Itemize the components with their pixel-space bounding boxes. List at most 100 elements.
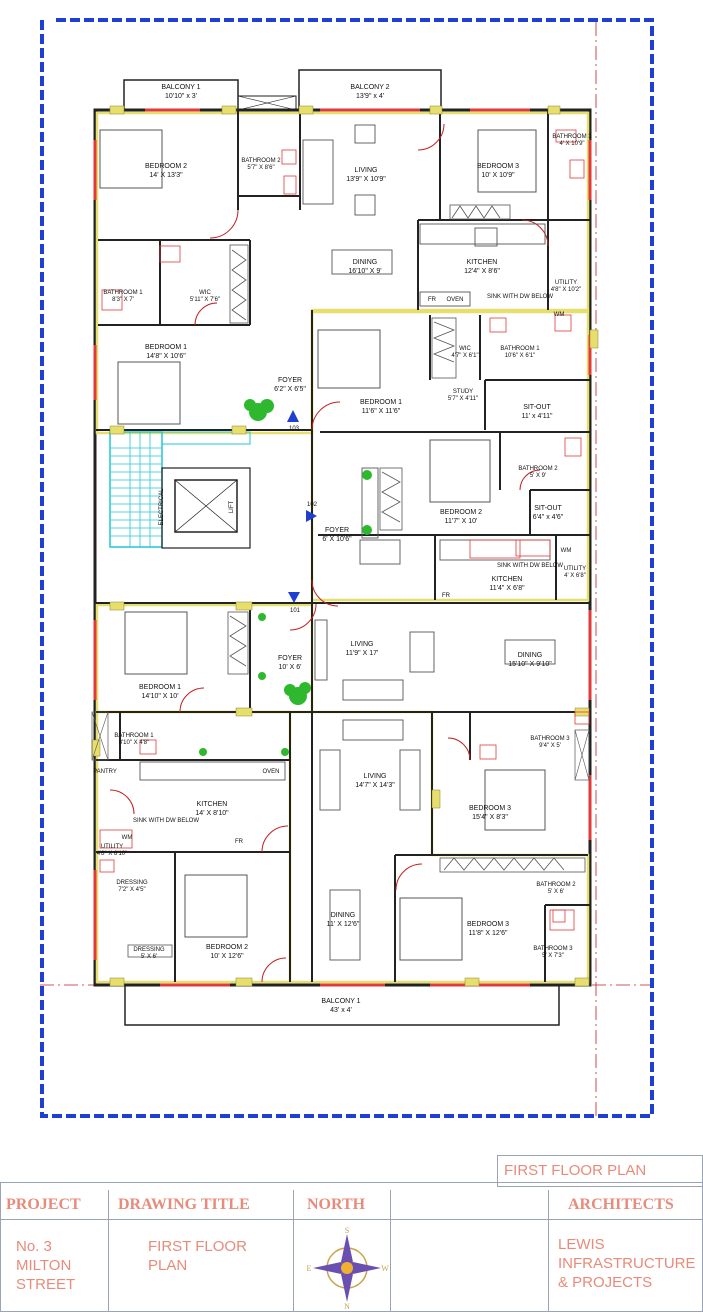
architects-name: LEWIS INFRASTRUCTURE & PROJECTS xyxy=(558,1236,696,1291)
fridge-label-north: FR xyxy=(428,297,437,303)
room-name-balcony-2: BALCONY 2 xyxy=(350,84,389,91)
room-name-bedroom-3: BEDROOM 3 xyxy=(469,805,511,812)
room-dimensions: 14'8" X 10'6" xyxy=(146,353,186,360)
room-name-dressing: DRESSING xyxy=(116,880,148,886)
room-name-bathroom-1: BATHROOM 1 xyxy=(500,346,540,352)
room-dimensions: 8'3" X 7' xyxy=(112,297,134,303)
room-name-living: LIVING xyxy=(355,167,378,174)
room-name-living: LIVING xyxy=(351,641,374,648)
north-heading: NORTH xyxy=(307,1196,366,1213)
fridge-label-west: FR xyxy=(235,839,244,845)
room-name-sit-out: SIT-OUT xyxy=(534,505,562,512)
room-name-foyer: FOYER xyxy=(278,655,302,662)
drawing-title-heading: DRAWING TITLE xyxy=(118,1196,250,1213)
room-name-bathroom-2: BATHROOM 2 xyxy=(518,466,558,472)
room-name-bedroom-3: BEDROOM 3 xyxy=(477,163,519,170)
bed-bedroom-1-north xyxy=(117,361,181,425)
staircase xyxy=(109,431,163,548)
marker-102 xyxy=(306,510,317,522)
bed-bedroom-2-north xyxy=(99,129,163,189)
room-name-foyer: FOYER xyxy=(278,377,302,384)
sheet-title: FIRST FLOOR PLAN xyxy=(504,1162,647,1179)
room-name-sit-out: SIT-OUT xyxy=(523,404,551,411)
room-dimensions: 10' X 12'6" xyxy=(210,953,244,960)
marker-103 xyxy=(287,410,299,422)
room-dimensions: 4' X 6'8" xyxy=(564,573,586,579)
apartment-outline-southeast xyxy=(290,710,590,984)
site-boundary xyxy=(40,18,654,1118)
room-dimensions: 11' x 4'11" xyxy=(522,413,553,420)
room-dimensions: 10' X 6' xyxy=(279,664,302,671)
room-name-wic: WIC xyxy=(199,290,211,296)
room-dimensions: 4'7" X 6'1" xyxy=(451,353,478,359)
oven-label-north: OVEN xyxy=(446,297,463,303)
title-header-rule xyxy=(0,1219,703,1220)
compass-e-label: E xyxy=(307,1264,312,1273)
room-name-bathroom-1: BATHROOM 1 xyxy=(114,733,154,739)
room-name-utility: UTILITY xyxy=(555,280,577,286)
apartment-outline-southwest xyxy=(95,710,292,984)
room-dimensions: 5' X 6' xyxy=(548,889,564,895)
compass-n-label: N xyxy=(344,1302,350,1310)
balcony-1-bottom xyxy=(124,984,560,1026)
room-dimensions: 14'10" X 10' xyxy=(141,693,178,700)
apartment-outline-north xyxy=(95,111,590,435)
room-name-bedroom-1: BEDROOM 1 xyxy=(360,399,402,406)
room-dimensions: 10'10" x 3' xyxy=(165,93,197,100)
lift-label: LIFT xyxy=(229,501,235,514)
room-dimensions: 5' X 7'3" xyxy=(542,953,564,959)
room-dimensions: 4'8" X 10'2" xyxy=(551,287,582,293)
room-name-dressing: DRESSING xyxy=(133,947,165,953)
marker-101 xyxy=(288,592,300,603)
room-dimensions: 14'7" X 14'3" xyxy=(355,782,395,789)
room-name-foyer: FOYER xyxy=(325,527,349,534)
room-dimensions: 5'7" X 4'11" xyxy=(448,396,478,402)
title-divider-1 xyxy=(108,1190,109,1312)
room-labels: BALCONY 1 10'10" x 3' BALCONY 2 13'9" x 4' B… xyxy=(97,84,593,1014)
room-name-dining: DINING xyxy=(331,912,356,919)
room-name-utility: UTILITY xyxy=(564,566,586,572)
room-dimensions: 9'4" X 5' xyxy=(539,743,561,749)
washer-label-east: WM xyxy=(561,548,572,554)
room-dimensions: 43' x 4' xyxy=(330,1007,352,1014)
room-dimensions: 15'4" X 8'3" xyxy=(472,814,508,821)
room-dimensions: 5'11" X 7'6" xyxy=(190,297,220,303)
room-name-bedroom-1: BEDROOM 1 xyxy=(145,344,187,351)
marker-102-label: 102 xyxy=(307,502,318,508)
washer-label-west: WM xyxy=(122,835,133,841)
room-name-balcony-1: BALCONY 1 xyxy=(321,998,360,1005)
room-name-bedroom-2: BEDROOM 2 xyxy=(145,163,187,170)
lift-shaft xyxy=(174,479,238,533)
room-dimensions: 10' X 10'9" xyxy=(481,172,515,179)
apartment-outline-east xyxy=(310,310,590,602)
room-name-bedroom-2: BEDROOM 2 xyxy=(206,944,248,951)
room-dimensions: 13'9" x 4' xyxy=(356,93,384,100)
room-name-bedroom-1: BEDROOM 1 xyxy=(139,684,181,691)
architects-heading: ARCHITECTS xyxy=(568,1196,674,1213)
bed-bedroom-2-east xyxy=(429,439,491,503)
title-divider-3 xyxy=(390,1190,391,1312)
bed-bedroom-1-east xyxy=(317,329,381,389)
room-name-bathroom-3: BATHROOM 3 xyxy=(530,736,570,742)
room-dimensions: 11'8" X 12'6" xyxy=(468,930,508,937)
room-name-dining: DINING xyxy=(518,652,543,659)
room-dimensions: 16'10" X 9' xyxy=(348,268,381,275)
room-name-wic: WIC xyxy=(459,346,471,352)
room-dimensions: 5' X 6' xyxy=(141,954,157,960)
room-dimensions: 11'6" X 11'6" xyxy=(362,408,401,415)
room-dimensions: 11'4" X 6'8" xyxy=(489,585,525,592)
sink-label-east: SINK WITH DW BELOW xyxy=(497,563,563,569)
marker-103-label: 103 xyxy=(289,426,300,432)
room-name-bathroom-3: BATHROOM 3 xyxy=(533,946,573,952)
bed-bedroom-3-south xyxy=(399,897,463,961)
room-dimensions: 11'9" X 17' xyxy=(346,650,379,657)
drawing-title: FIRST FLOOR PLAN xyxy=(148,1238,247,1274)
room-dimensions: 4' X 10'9" xyxy=(559,141,584,147)
room-name-kitchen: KITCHEN xyxy=(197,801,228,808)
room-dimensions: 7'2" X 4'5" xyxy=(118,887,145,893)
project-name: No. 3 MILTON STREET xyxy=(16,1238,76,1293)
bed-bedroom-3-north xyxy=(477,129,537,193)
electrical-label: ELECTRICAL xyxy=(159,488,165,526)
room-dimensions: 13'9" X 10'9" xyxy=(346,176,386,183)
